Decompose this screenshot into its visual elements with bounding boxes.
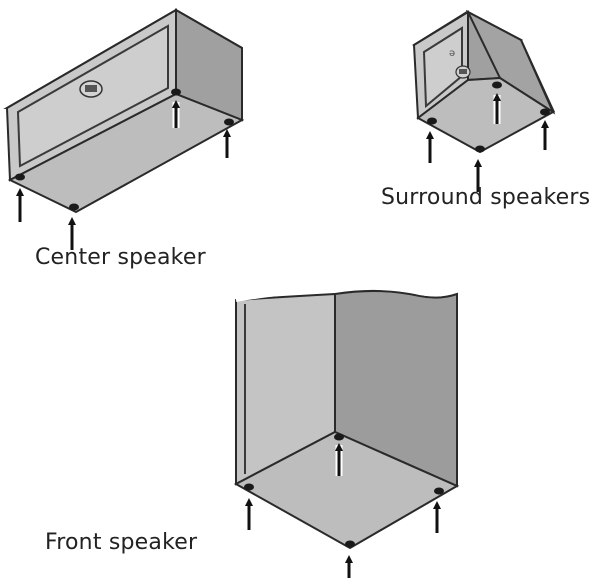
front-speaker-label: Front speaker [45, 530, 198, 555]
surround-foot-4 [492, 81, 502, 89]
center-speaker-bottom-face [7, 92, 245, 214]
center-foot-2 [69, 203, 79, 211]
front-foot-4 [334, 433, 344, 441]
surround-speakers-label: Surround speakers [381, 185, 591, 210]
front-speaker-bottom-face [233, 430, 460, 550]
surround-foot-1 [427, 117, 437, 125]
center-speaker [3, 8, 245, 250]
surround-speaker-bottom-face [416, 76, 555, 154]
center-foot-4 [171, 88, 181, 96]
surround-speaker: ǝ [412, 9, 556, 192]
center-foot-3 [224, 118, 234, 126]
front-foot-2 [345, 540, 355, 548]
center-foot-1 [15, 173, 25, 181]
center-speaker-logo-mark [85, 85, 97, 92]
front-foot-3 [434, 487, 444, 495]
front-speaker [233, 285, 460, 578]
surround-foot-3 [540, 108, 550, 116]
front-speaker-side-face [334, 289, 458, 488]
surround-foot-2 [475, 145, 485, 153]
center-speaker-label: Center speaker [35, 245, 206, 270]
front-foot-1 [244, 483, 254, 491]
surround-speaker-model-mark: ǝ [449, 48, 455, 59]
